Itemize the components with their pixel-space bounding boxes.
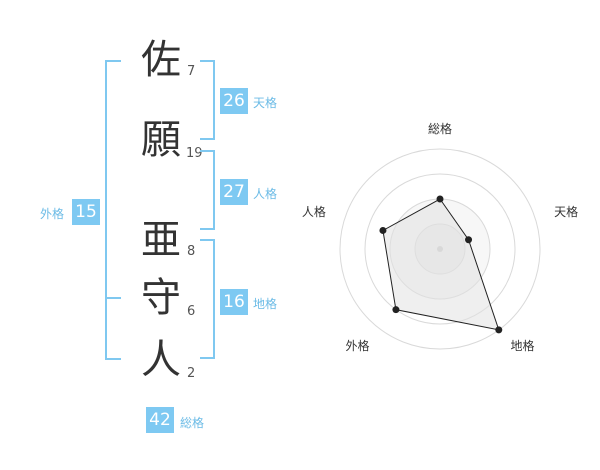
radar-point-5 <box>379 226 387 234</box>
gaikaku-bracket <box>105 60 121 360</box>
radar-grid-ring <box>364 173 516 325</box>
radar-point-3 <box>495 326 503 334</box>
name-char-4: 守 <box>141 275 181 321</box>
tenkaku-badge: 26 <box>220 88 248 114</box>
chikaku-bracket <box>200 239 215 359</box>
gaikaku-badge: 15 <box>72 199 100 225</box>
tenkaku-label: 天格 <box>253 96 278 110</box>
stroke-count-3: 8 <box>187 244 196 259</box>
radar-point-4 <box>392 306 400 314</box>
tenkaku-bracket <box>200 60 215 140</box>
name-char-5: 人 <box>141 337 181 383</box>
jinkaku-badge: 27 <box>220 179 248 205</box>
stroke-count-2: 19 <box>186 146 203 161</box>
radar-grid-ring <box>339 148 541 350</box>
radar-axis-label: 人格 <box>302 204 326 219</box>
chikaku-badge: 16 <box>220 289 248 315</box>
gaikaku-divider <box>105 297 121 299</box>
radar-axis-label: 地格 <box>511 338 535 353</box>
name-char-2: 願 <box>141 117 181 163</box>
gaikaku-label: 外格 <box>40 207 65 221</box>
radar-axis-label: 総格 <box>428 121 452 136</box>
radar-axis-label: 天格 <box>554 204 578 219</box>
soukaku-badge: 42 <box>146 407 174 433</box>
soukaku-label: 総格 <box>180 416 205 430</box>
radar-point-2 <box>465 236 473 244</box>
jinkaku-bracket <box>200 150 215 230</box>
name-char-1: 佐 <box>141 37 181 83</box>
stroke-count-5: 2 <box>187 366 196 381</box>
stroke-count-1: 7 <box>187 64 196 79</box>
radar-series-polygon <box>382 198 500 331</box>
radar-axis-label: 外格 <box>345 338 369 353</box>
radar-point-1 <box>436 195 444 203</box>
name-char-3: 亜 <box>141 217 181 263</box>
chikaku-label: 地格 <box>253 297 278 311</box>
stroke-count-4: 6 <box>187 304 196 319</box>
jinkaku-label: 人格 <box>253 187 278 201</box>
